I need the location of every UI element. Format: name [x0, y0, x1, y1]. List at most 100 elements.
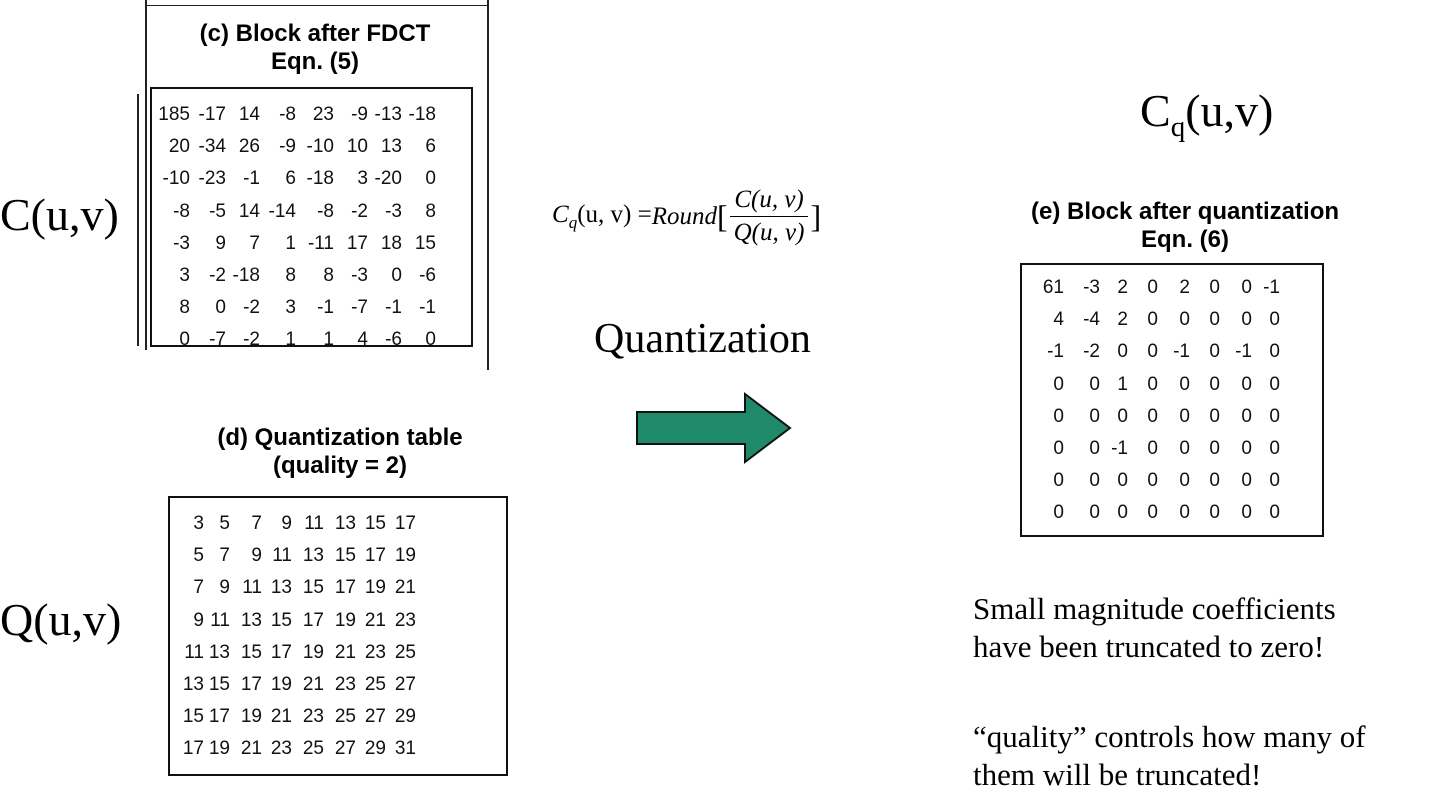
panel-d-cell: 17 [270, 641, 292, 663]
panel-c-cell: -3 [351, 265, 368, 287]
panel-d-title-line2: (quality = 2) [272, 452, 408, 479]
panel-d-cell: 23 [334, 674, 356, 696]
panel-e-title-line1: (e) Block after quantization [1030, 198, 1340, 225]
panel-e-cell: 0 [1117, 470, 1128, 492]
panel-c-cell: 8 [179, 297, 190, 319]
panel-d-cell: 21 [394, 577, 416, 599]
panel-c-cell: 1 [285, 232, 296, 254]
formula-denominator: Q(u, v) [733, 219, 805, 246]
scan-bracket-line [137, 94, 139, 346]
panel-c-cell: 3 [179, 265, 190, 287]
panel-e-cell: -1 [1263, 277, 1280, 299]
cq-args: (u,v) [1185, 85, 1274, 136]
panel-c-cell: -5 [209, 200, 226, 222]
panel-c-cell: -2 [243, 297, 260, 319]
panel-e-cell: 4 [1053, 309, 1064, 331]
panel-d-cell: 15 [334, 545, 356, 567]
panel-d-cell: 19 [302, 641, 324, 663]
panel-e-cell: 2 [1179, 277, 1190, 299]
c-uv-label: C(u,v) [0, 189, 119, 240]
panel-e-cell: 0 [1179, 438, 1190, 460]
panel-c-matrix-box [150, 87, 473, 347]
panel-c-cell: -1 [419, 297, 436, 319]
note-line-4: them will be truncated! [973, 757, 1262, 792]
note-quality: “quality” controls how many of them will… [973, 718, 1366, 794]
panel-e-cell: 0 [1147, 502, 1158, 524]
panel-e-cell: 0 [1241, 502, 1252, 524]
panel-d-cell: 13 [302, 545, 324, 567]
panel-c-cell: 4 [357, 329, 368, 351]
panel-e-cell: 0 [1179, 309, 1190, 331]
panel-c-cell: 0 [215, 297, 226, 319]
panel-d-cell: 23 [364, 641, 386, 663]
scan-border-top [145, 5, 487, 6]
panel-e-cell: 0 [1269, 502, 1280, 524]
panel-c-cell: -1 [243, 168, 260, 190]
panel-c-title: (c) Block after FDCT Eqn. (5) [145, 20, 485, 76]
panel-c-cell: 185 [158, 104, 190, 126]
panel-e-cell: 0 [1117, 341, 1128, 363]
panel-e-cell: 0 [1209, 438, 1220, 460]
panel-c-cell: -3 [385, 200, 402, 222]
panel-d-cell: 17 [208, 706, 230, 728]
panel-c-cell: 0 [425, 329, 436, 351]
panel-c-cell: -18 [306, 168, 334, 190]
panel-e-cell: 0 [1179, 502, 1190, 524]
panel-c-cell: 7 [249, 232, 260, 254]
panel-c-cell: -17 [198, 104, 226, 126]
panel-d-cell: 15 [182, 706, 204, 728]
panel-c-cell: 17 [346, 232, 368, 254]
panel-c-cell: 10 [346, 136, 368, 158]
scan-border-left [145, 0, 147, 350]
panel-d-cell: 15 [240, 641, 262, 663]
panel-d-cell: 15 [208, 674, 230, 696]
panel-c-cell: -6 [419, 265, 436, 287]
panel-e-cell: 0 [1209, 470, 1220, 492]
panel-e-cell: 0 [1117, 502, 1128, 524]
panel-d-cell: 9 [193, 609, 204, 631]
panel-c-cell: -34 [198, 136, 226, 158]
panel-c-cell: 8 [425, 200, 436, 222]
panel-c-cell: 14 [238, 200, 260, 222]
quantization-label: Quantization [594, 316, 811, 362]
panel-d-cell: 5 [193, 545, 204, 567]
panel-d-matrix-box [168, 496, 508, 776]
panel-c-title-line2: Eqn. (5) [271, 48, 359, 75]
panel-e-cell: 0 [1053, 373, 1064, 395]
panel-c-cell: -13 [374, 104, 402, 126]
panel-d-cell: 21 [270, 706, 292, 728]
panel-c-cell: 14 [238, 104, 260, 126]
panel-e-cell: 0 [1241, 309, 1252, 331]
panel-c-cell: 18 [380, 232, 402, 254]
panel-d-cell: 5 [219, 513, 230, 535]
panel-d-cell: 31 [394, 738, 416, 760]
panel-d-cell: 25 [394, 641, 416, 663]
panel-e-cell: 0 [1209, 405, 1220, 427]
panel-d-cell: 7 [193, 577, 204, 599]
panel-d-cell: 9 [251, 545, 262, 567]
panel-e-cell: -4 [1083, 309, 1100, 331]
panel-e-cell: 0 [1089, 405, 1100, 427]
formula-round: Round [651, 202, 717, 230]
panel-c-cell: 1 [285, 329, 296, 351]
panel-e-cell: 0 [1147, 309, 1158, 331]
panel-e-cell: -3 [1083, 277, 1100, 299]
panel-e-cell: 0 [1269, 341, 1280, 363]
panel-c-cell: 13 [380, 136, 402, 158]
panel-e-cell: 0 [1241, 373, 1252, 395]
panel-d-cell: 9 [219, 577, 230, 599]
panel-e-cell: 61 [1042, 277, 1064, 299]
panel-d-cell: 11 [304, 513, 324, 535]
panel-e-cell: 0 [1053, 470, 1064, 492]
panel-e-title-line2: Eqn. (6) [1141, 226, 1229, 253]
panel-c-cell: 8 [323, 265, 334, 287]
